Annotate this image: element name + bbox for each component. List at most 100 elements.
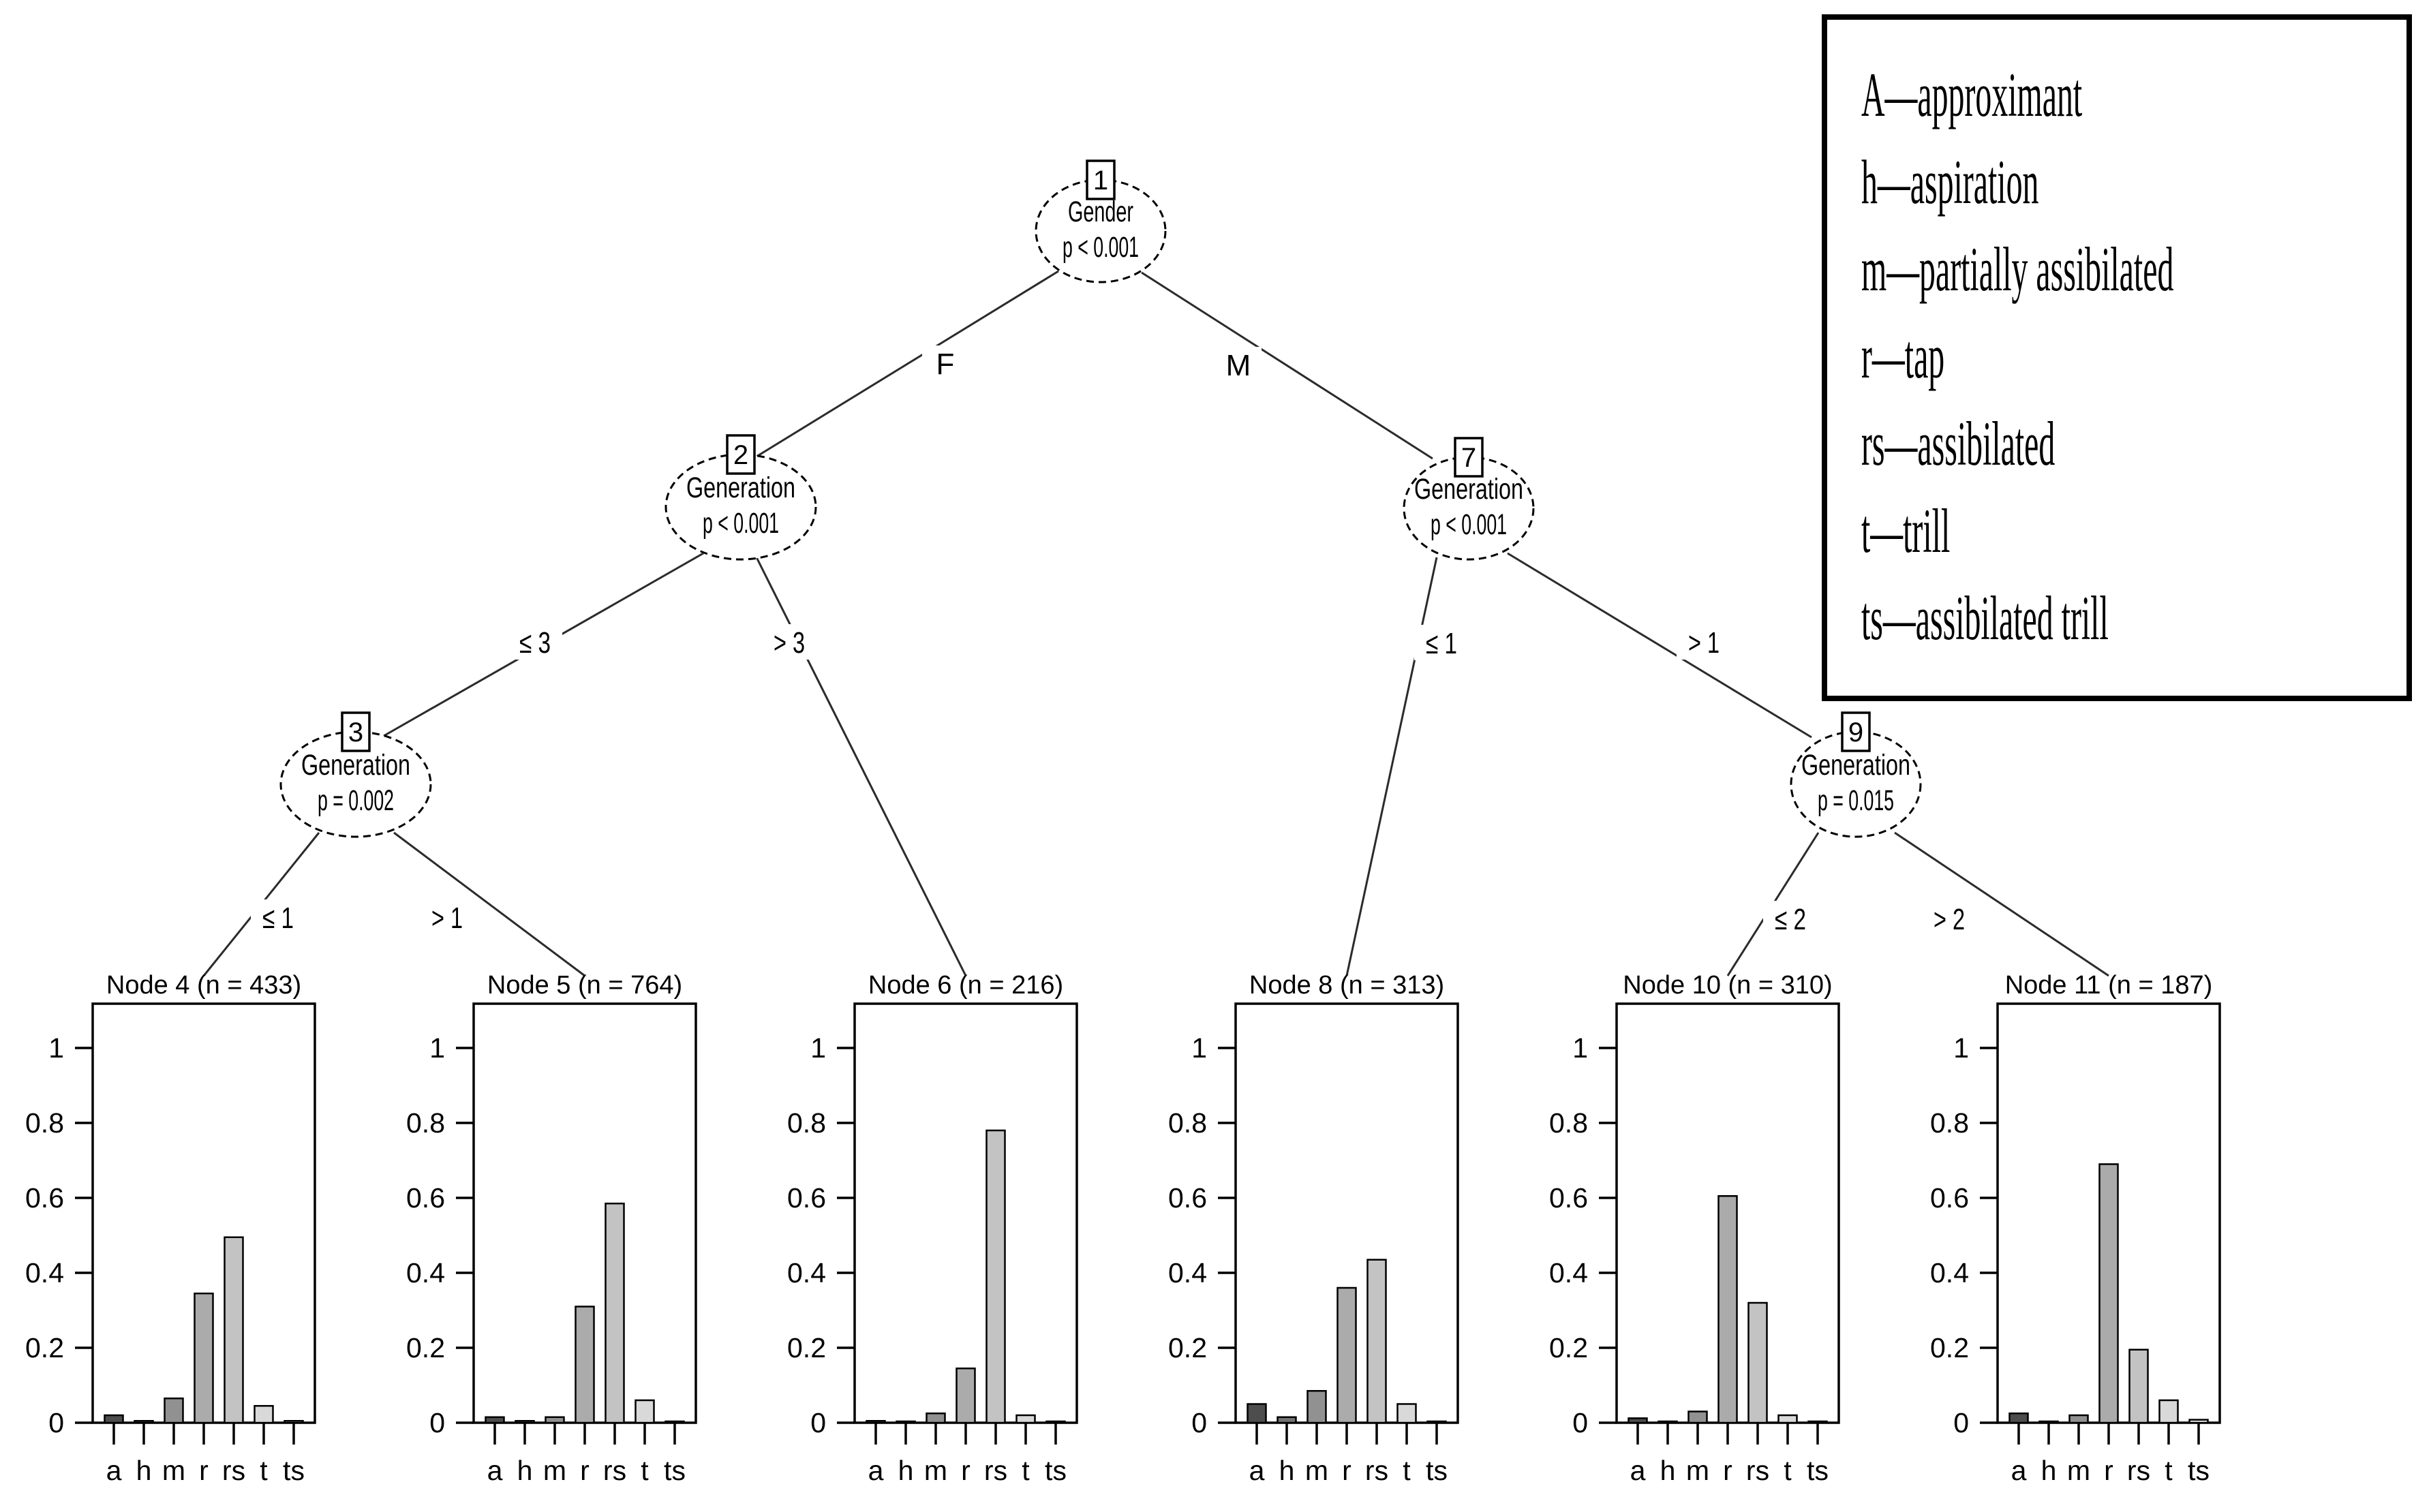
node-p-value: p < 0.001	[703, 507, 779, 540]
bar-ts	[1807, 1420, 1828, 1424]
legend-item-separator: —	[1877, 147, 1910, 217]
y-axis-tick-label: 0.4	[787, 1257, 826, 1289]
legend-item-code: m	[1861, 234, 1887, 304]
edge-label: ≤ 2	[1775, 903, 1806, 936]
edge-label: M	[1226, 349, 1251, 382]
x-axis-category-label: m	[2067, 1455, 2090, 1486]
edge-label-mask	[922, 345, 968, 381]
x-axis-category-label: h	[136, 1455, 152, 1486]
x-axis-category-label: a	[1249, 1455, 1265, 1486]
legend-item-separator: —	[1884, 60, 1918, 129]
bar-a	[485, 1416, 505, 1424]
node-p-value: p = 0.015	[1818, 784, 1894, 817]
tree-edge	[756, 270, 1059, 458]
edge-label: > 2	[1934, 903, 1965, 936]
y-axis-tick-label: 0.8	[787, 1107, 826, 1139]
bar-r	[956, 1368, 976, 1424]
y-axis-tick-label: 0.8	[406, 1107, 445, 1139]
x-axis-category-label: rs	[984, 1455, 1007, 1486]
edge-label: F	[936, 348, 955, 381]
edge-label-mask	[1215, 347, 1262, 382]
x-axis-category-label: r	[199, 1455, 209, 1486]
node-id: 3	[348, 718, 363, 747]
x-axis-category-label: rs	[222, 1455, 245, 1486]
legend-item-name: partially assibilated	[1919, 234, 2174, 304]
bar-ts	[1426, 1420, 1447, 1424]
bar-t	[2158, 1399, 2179, 1424]
y-axis-tick-label: 0.8	[25, 1107, 64, 1139]
node-variable-label: Generation	[686, 472, 795, 504]
bar-ts	[1045, 1420, 1066, 1424]
y-axis-tick-label: 0.4	[1549, 1257, 1588, 1289]
legend-item-name: trill	[1903, 496, 1951, 566]
bar-r	[575, 1306, 595, 1424]
legend-item-m: m—partially assibilated	[1861, 226, 2173, 313]
legend-item-code: t	[1861, 496, 1871, 566]
bar-r	[2098, 1163, 2119, 1424]
edge-label: > 3	[774, 626, 805, 660]
panel-title: Node 6 (n = 216)	[868, 971, 1063, 1000]
bar-t	[1777, 1414, 1798, 1424]
y-axis-tick-label: 0	[1572, 1407, 1588, 1438]
bar-ts	[284, 1420, 304, 1424]
x-axis-category-label: ts	[283, 1455, 305, 1486]
y-axis-tick-label: 0	[1953, 1407, 1969, 1438]
legend-item-t: t—trill	[1861, 487, 2145, 574]
x-axis-category-label: rs	[1365, 1455, 1388, 1486]
x-axis-category-label: h	[1279, 1455, 1295, 1486]
y-axis-tick-label: 0.4	[1930, 1257, 1969, 1289]
bar-rs	[1747, 1301, 1768, 1424]
y-axis-tick-label: 0	[1191, 1407, 1207, 1438]
y-axis-tick-label: 0.4	[406, 1257, 445, 1289]
y-axis-tick-label: 0.6	[1930, 1182, 1969, 1214]
y-axis-tick-label: 0.4	[25, 1257, 64, 1289]
y-axis-tick-label: 0.8	[1549, 1107, 1588, 1139]
legend-item-code: rs	[1861, 409, 1885, 478]
x-axis-category-label: r	[1342, 1455, 1351, 1486]
bar-ts	[664, 1420, 685, 1424]
y-axis-tick-label: 0	[48, 1407, 64, 1438]
y-axis-tick-label: 0.6	[1549, 1182, 1588, 1214]
y-axis-tick-label: 0.8	[1930, 1107, 1969, 1139]
x-axis-category-label: t	[1022, 1455, 1030, 1486]
y-axis-tick-label: 0.8	[1168, 1107, 1207, 1139]
y-axis-tick-label: 0.2	[406, 1332, 445, 1363]
bar-rs	[1366, 1259, 1387, 1424]
legend-item-separator: —	[1882, 583, 1916, 653]
x-axis-category-label: t	[260, 1455, 268, 1486]
bar-rs	[2128, 1348, 2149, 1424]
legend-item-name: approximant	[1917, 60, 2083, 129]
edge-label: ≤ 1	[1426, 627, 1457, 660]
bar-a	[1247, 1403, 1267, 1424]
bar-m	[164, 1398, 184, 1424]
edge-label-mask	[508, 624, 562, 660]
tree-edge	[1345, 557, 1438, 976]
x-axis-category-label: a	[106, 1455, 122, 1486]
x-axis-category-label: t	[2165, 1455, 2173, 1486]
x-axis-category-label: rs	[1746, 1455, 1769, 1486]
node-id-box	[1086, 159, 1116, 200]
bar-rs	[986, 1129, 1006, 1424]
x-axis-category-label: ts	[664, 1455, 686, 1486]
x-axis-category-label: a	[1630, 1455, 1646, 1486]
x-axis-category-label: r	[580, 1455, 590, 1486]
y-axis-tick-label: 0.4	[1168, 1257, 1207, 1289]
node-ellipse	[279, 730, 432, 838]
x-axis-category-label: h	[1660, 1455, 1676, 1486]
node-variable-label: Generation	[1414, 473, 1523, 506]
x-axis-category-label: m	[924, 1455, 947, 1486]
x-axis-category-label: h	[2041, 1455, 2057, 1486]
legend-item-separator: —	[1870, 496, 1904, 566]
tree-edge	[393, 831, 585, 977]
panel-title: Node 11 (n = 187)	[2005, 971, 2213, 1000]
y-axis-tick-label: 0.2	[1930, 1332, 1969, 1363]
x-axis-category-label: m	[543, 1455, 566, 1486]
bar-h	[134, 1420, 154, 1424]
panel-title: Node 8 (n = 313)	[1249, 971, 1444, 1000]
edge-label: ≤ 1	[262, 901, 294, 935]
